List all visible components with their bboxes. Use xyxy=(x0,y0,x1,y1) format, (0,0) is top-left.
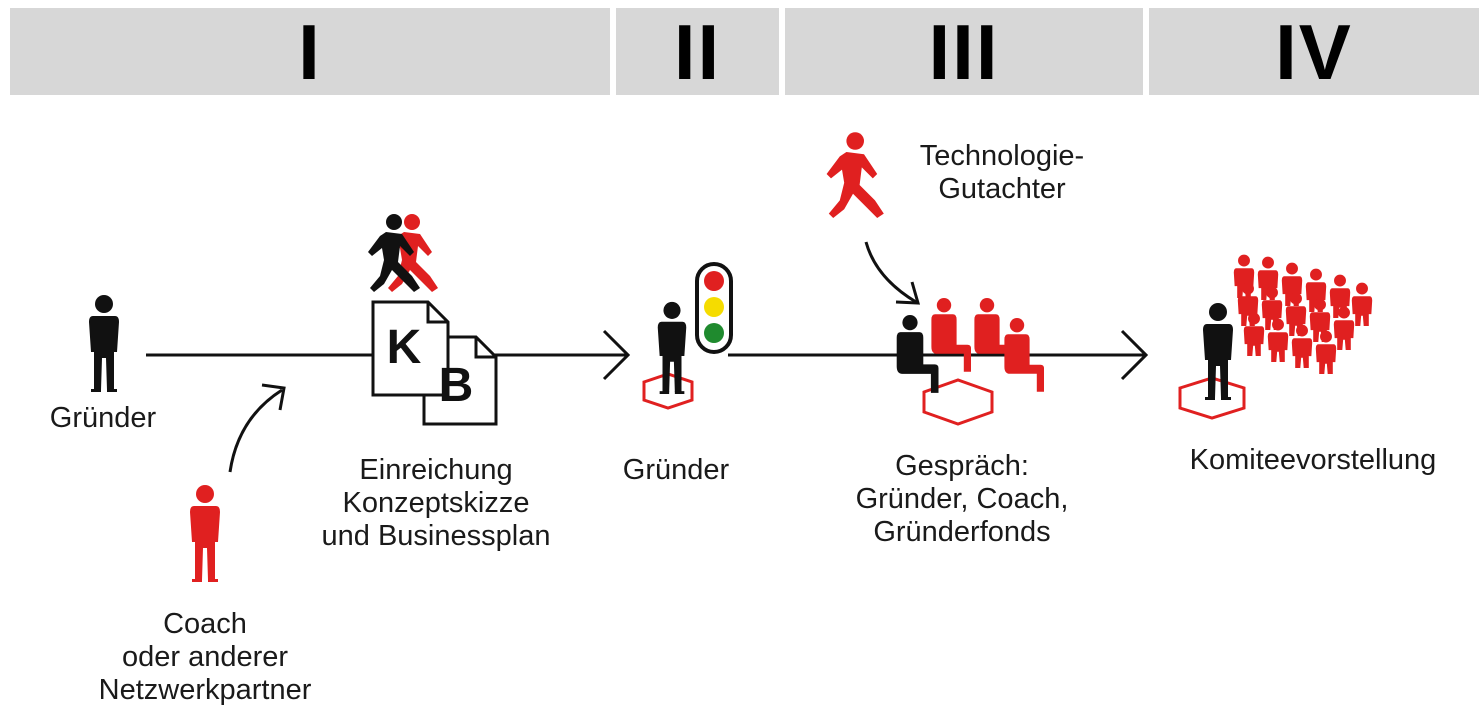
phase-bar-2: II xyxy=(616,8,779,95)
phase-label-4: IV xyxy=(1275,7,1353,96)
phase-label-2: II xyxy=(673,7,722,96)
founder-label-2: Gründer xyxy=(622,454,730,486)
submission-label: Einreichung Konzeptskizze und Businesspl… xyxy=(282,454,590,553)
arrow-icon xyxy=(261,383,286,411)
phase-bar-4: IV xyxy=(1149,8,1479,95)
document-k-icon xyxy=(371,300,450,397)
coach-arrow-icon xyxy=(228,388,283,473)
document-k-letter: K xyxy=(386,321,422,374)
technology-expert-label: Technologie- Gutachter xyxy=(880,140,1124,206)
phase-label-3: III xyxy=(928,7,1000,96)
traffic-light-icon xyxy=(695,262,733,354)
submission-label-line3: und Businessplan xyxy=(321,520,551,552)
arrow-icon xyxy=(602,329,631,381)
walking-pair-icon xyxy=(368,214,438,292)
meeting-label: Gespräch: Gründer, Coach, Gründerfonds xyxy=(812,450,1112,549)
submission-label-line2: Konzeptskizze xyxy=(342,487,530,519)
meeting-label-line2: Gründer, Coach, xyxy=(855,483,1069,515)
meeting-label-line3: Gründerfonds xyxy=(873,516,1051,548)
phase-bar-3: III xyxy=(785,8,1143,95)
technology-expert-label-line2: Gutachter xyxy=(938,173,1066,205)
founder-label-1: Gründer xyxy=(49,402,157,434)
arrow-icon xyxy=(1120,329,1149,381)
expert-arrow-icon xyxy=(864,241,917,304)
technology-expert-label-line1: Technologie- xyxy=(919,140,1085,172)
meeting-hexagon-icon xyxy=(922,378,994,426)
committee-label: Komiteevorstellung xyxy=(1189,444,1437,476)
technology-expert-walking-icon xyxy=(826,132,884,218)
phase-bar-1: I xyxy=(10,8,610,95)
phase-label-1: I xyxy=(298,7,322,96)
arrow-icon xyxy=(895,281,921,305)
document-b-letter: B xyxy=(438,359,474,412)
submission-label-line1: Einreichung xyxy=(359,454,513,486)
coach-label-line1: Coach xyxy=(163,608,247,640)
coach-label-line2: oder anderer xyxy=(121,641,289,673)
coach-label-line3: Netzwerkpartner xyxy=(98,674,312,706)
coach-person-icon xyxy=(190,485,220,582)
meeting-group-icon xyxy=(896,298,1044,393)
founder-person-icon xyxy=(89,295,119,392)
committee-crowd-icon xyxy=(1233,254,1373,374)
meeting-label-line1: Gespräch: xyxy=(895,450,1029,482)
coach-label: Coach oder anderer Netzwerkpartner xyxy=(60,608,350,707)
